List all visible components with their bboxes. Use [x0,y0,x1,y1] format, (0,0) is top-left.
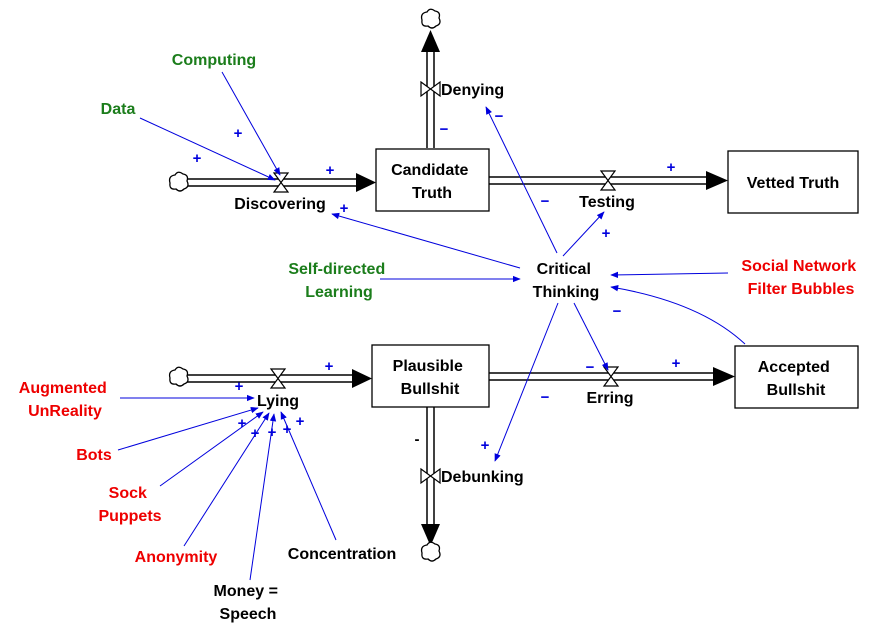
var-label-computing: Computing [172,52,256,69]
link-anonymity-lying [183,412,270,547]
arrowhead-denying [421,30,440,52]
polarity-plus: + [481,437,490,454]
link-sock-lying [159,411,264,487]
valve-lying [269,368,287,389]
polarity-plus: + [340,200,349,217]
link-concentration-lying [280,411,337,541]
link-money-lying [249,413,277,581]
flow-label-denying: Denying [441,82,504,99]
var-label-self-directed-learning: Self-directed Learning [288,261,389,301]
var-label-critical-thinking: Critical Thinking [533,261,600,301]
link-snfb-ct [610,271,729,279]
var-label-bots: Bots [76,447,112,464]
polarity-plus: + [234,125,243,142]
valve-debunking [420,467,441,485]
var-label-anonymity: Anonymity [135,549,218,566]
valve-denying [420,80,441,98]
polarity-minus: − [495,108,504,125]
polarity-plus: + [325,358,334,375]
link-computing-discovering [221,71,281,176]
polarity-minus: − [440,121,449,138]
stock-label-accepted-bullshit: Accepted Bullshit [758,359,834,399]
var-label-social-network-filter-bubbles: Social Network Filter Bubbles [741,258,860,298]
polarity-dash: - [415,431,420,448]
valves [269,80,620,485]
flow-label-erring: Erring [586,390,633,407]
polarity-plus: + [283,421,292,438]
flow-label-lying: Lying [257,393,299,410]
polarity-plus: + [268,424,277,441]
arrowhead-testing [706,171,728,190]
polarity-plus: + [667,159,676,176]
valve-discovering [272,172,290,193]
link-ct-denying [485,106,558,254]
stock-label-candidate-truth: Candidate Truth [391,162,473,202]
var-label-augmented-unreality: Augmented UnReality [19,380,111,420]
stock-label-plausible-bullshit: Plausible Bullshit [393,358,468,398]
polarity-plus: + [193,150,202,167]
polarity-signs: + + + + − − − + + − + − + − - + + + + + … [193,108,681,454]
polarity-plus: + [602,225,611,242]
cloud-icon [420,8,441,29]
arrowhead-erring [713,367,735,386]
polarity-plus: + [672,355,681,372]
polarity-plus: + [296,413,305,430]
polarity-plus: + [251,425,260,442]
link-ct-debunking [494,302,559,462]
link-accepted-ct [610,285,746,345]
polarity-minus: − [613,303,622,320]
var-label-money-speech: Money = Speech [214,583,283,623]
link-ct-discovering [331,212,521,269]
polarity-plus: + [238,415,247,432]
labels: Candidate Truth Vetted Truth Plausible B… [19,52,860,623]
cloud-icon [168,171,189,192]
stock-box-accepted-bullshit [734,345,859,409]
link-bots-lying [117,407,259,451]
link-ct-testing [562,211,605,257]
arrowhead-debunking [421,524,440,546]
stock-boxes [371,148,859,409]
valve-erring [602,366,620,387]
var-label-data: Data [101,101,136,118]
flow-label-debunking: Debunking [441,469,524,486]
causal-links [117,71,746,581]
stock-label-vetted-truth: Vetted Truth [747,175,839,192]
var-label-concentration: Concentration [288,546,396,563]
stock-box-plausible-bullshit [371,344,490,408]
polarity-plus: + [235,378,244,395]
cloud-icon [168,366,189,387]
flow-label-discovering: Discovering [234,196,326,213]
polarity-minus: − [541,193,550,210]
valve-testing [599,170,617,191]
link-data-discovering [139,117,276,181]
flow-pipes [186,50,717,527]
cloud-icon [420,541,441,562]
polarity-minus: − [586,359,595,376]
link-ct-erring [573,302,609,371]
polarity-minus: − [541,389,550,406]
stock-box-vetted-truth [727,150,859,214]
pipe-arrowheads [352,30,735,546]
stock-box-candidate-truth [375,148,490,212]
arrowhead-discovering [356,173,376,192]
polarity-plus: + [326,162,335,179]
flow-label-testing: Testing [579,194,635,211]
var-label-sock-puppets: Sock Puppets [98,485,161,525]
clouds [168,8,441,562]
arrowhead-lying [352,369,372,388]
